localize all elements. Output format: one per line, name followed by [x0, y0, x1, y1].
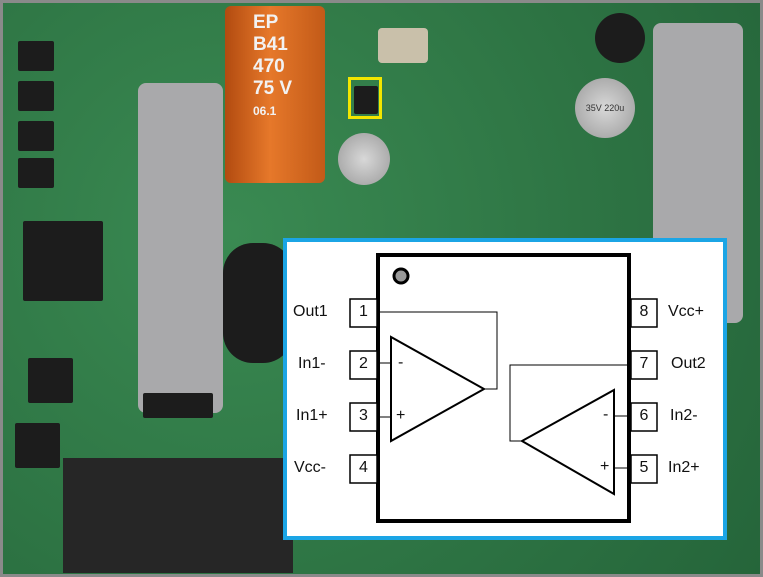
op-amp-1-triangle: [390, 335, 487, 443]
pin1-marker: [392, 267, 410, 285]
op-amp-chip: [354, 86, 378, 114]
pin-1-pad: [349, 298, 378, 328]
pin-number-1: 1: [359, 303, 368, 320]
pin-label-6: In2-: [670, 407, 698, 424]
cap-label: 06.1: [253, 104, 277, 118]
ic-a8: [223, 243, 293, 363]
pin-label-8: Vcc+: [668, 303, 705, 320]
thermal-pad: [138, 83, 223, 413]
cap-label: EP: [253, 12, 279, 33]
pin-number-2: 2: [359, 355, 368, 372]
pin-label-2: In1-: [298, 355, 326, 372]
transistor: [18, 81, 54, 111]
crystal: [378, 28, 428, 63]
pin-7-pad: [630, 350, 658, 380]
cap-label: 470: [253, 56, 285, 77]
pin-3-pad: [349, 402, 378, 432]
connector: [63, 458, 293, 573]
amp1-plus-sign: +: [396, 407, 406, 424]
capacitor-electrolytic: EP B41 470 75 V 06.1: [225, 6, 325, 183]
pin-2-pad: [349, 350, 378, 380]
transistor: [18, 158, 54, 188]
highlight-box: [348, 77, 382, 119]
regulator: [28, 358, 73, 403]
pin-4-pad: [349, 454, 378, 484]
pin-number-7: 7: [639, 355, 649, 372]
pin-label-7: Out2: [671, 355, 706, 372]
pin-number-4: 4: [359, 459, 368, 476]
cap-label: 35V 220u: [585, 103, 625, 113]
pin-number-8: 8: [639, 303, 649, 320]
pin-label-1: Out1: [293, 303, 328, 320]
cap-label: B41: [253, 34, 288, 55]
regulator: [15, 423, 60, 468]
amp2-output-wire: [509, 364, 629, 442]
amp1-feedback-wire: [378, 311, 498, 390]
pin-5-pad: [630, 454, 658, 484]
pin-number-6: 6: [639, 407, 649, 424]
capacitor-smd: [338, 133, 390, 185]
ic-qfp: [23, 221, 103, 301]
pin-6-pad: [630, 402, 658, 432]
pin-number-5: 5: [639, 459, 649, 476]
pin-label-5: In2+: [668, 459, 700, 476]
inductor: [595, 13, 645, 63]
pin-number-3: 3: [359, 407, 368, 424]
capacitor-smd: 35V 220u: [575, 78, 635, 138]
pin-label-3: In1+: [296, 407, 328, 424]
cap-label: 75 V: [253, 78, 293, 99]
pin-8-pad: [630, 298, 658, 328]
amp2-plus-sign: +: [600, 458, 610, 475]
transistor: [18, 41, 54, 71]
amp1-minus-sign: -: [398, 354, 404, 371]
pin-label-4: Vcc-: [294, 459, 326, 476]
transistor: [18, 121, 54, 151]
resistor-array: [143, 393, 213, 418]
op-amp-2-triangle: [519, 388, 615, 496]
amp2-minus-sign: -: [603, 406, 609, 423]
